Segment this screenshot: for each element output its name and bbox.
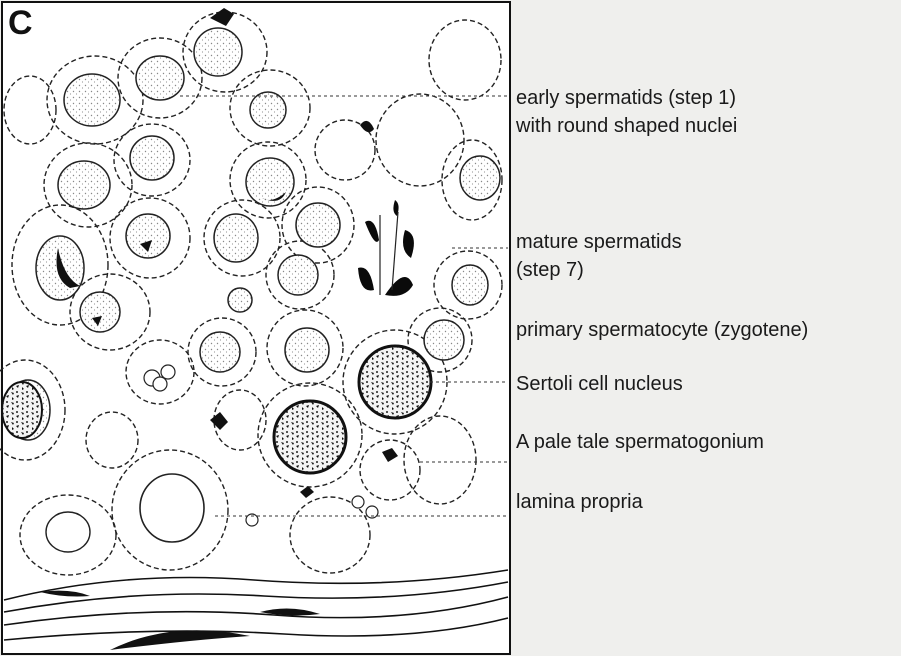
label-early-spermatids: early spermatids (step 1)with round shap… — [516, 84, 737, 140]
label-mature-spermatids: mature spermatids(step 7) — [516, 228, 682, 284]
label-primary-spermatocyte: primary spermatocyte (zygotene) — [516, 316, 808, 344]
label-a-pale-spermatogonium: A pale tale spermatogonium — [516, 428, 764, 456]
label-lamina-propria: lamina propria — [516, 488, 643, 516]
label-sertoli-nucleus: Sertoli cell nucleus — [516, 370, 683, 398]
panel-letter: C — [8, 6, 33, 40]
